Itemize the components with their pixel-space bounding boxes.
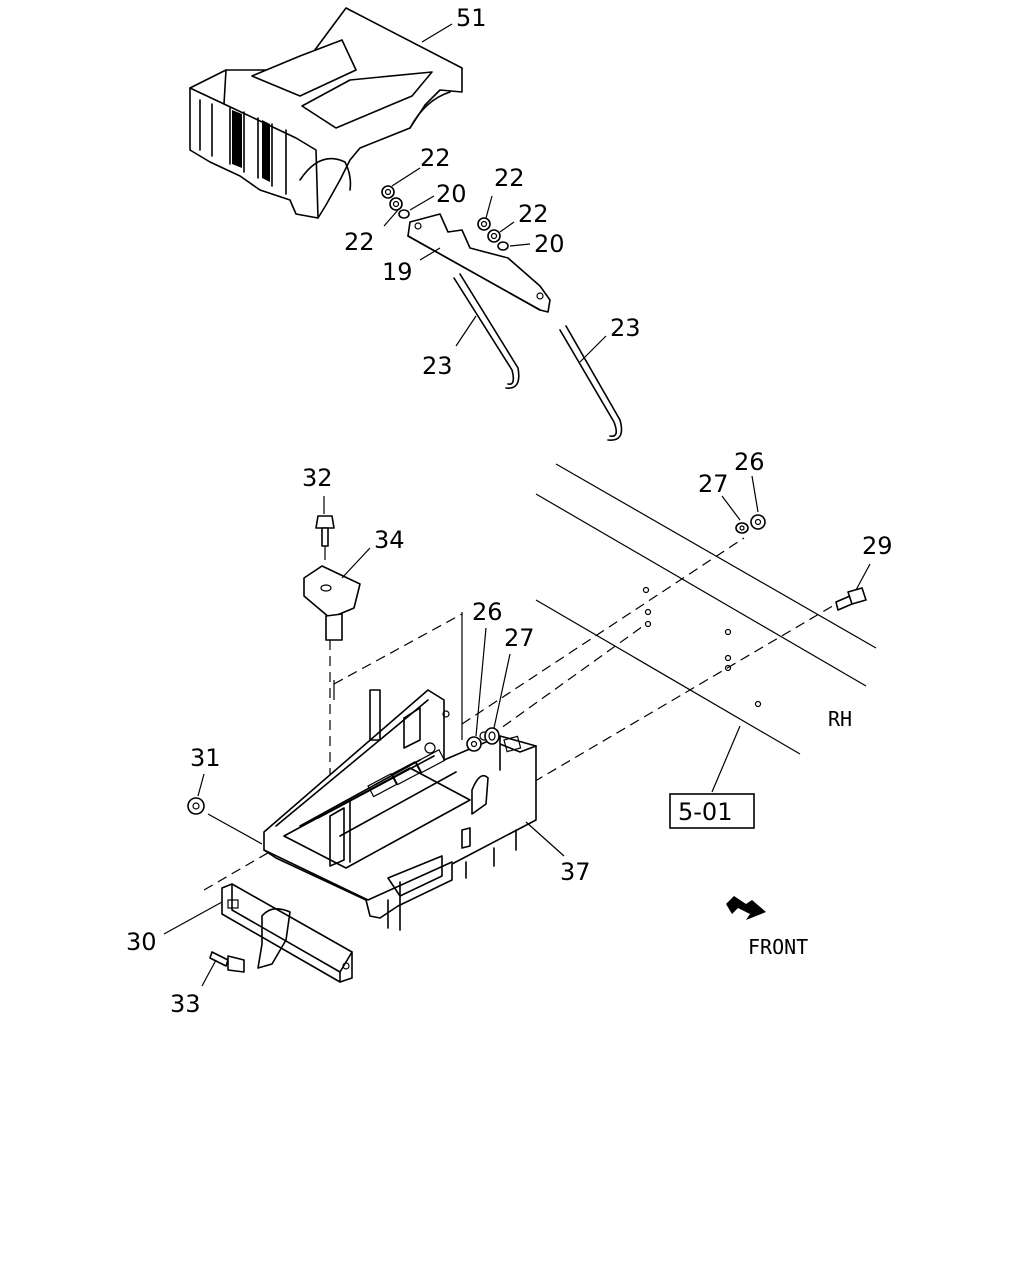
front-arrow-icon — [726, 896, 766, 920]
battery-tray-part — [263, 689, 537, 931]
frame-rails — [535, 463, 877, 755]
callout-22-right: 22 — [518, 200, 549, 228]
callout-32: 32 — [302, 464, 333, 492]
callout-20-left: 20 — [436, 180, 467, 208]
callout-27-middle: 27 — [504, 624, 535, 652]
callout-30: 30 — [126, 928, 157, 956]
reference-box — [669, 793, 755, 829]
front-label: FRONT — [748, 935, 808, 959]
fasteners-middle — [466, 727, 500, 752]
callout-22-top-left: 22 — [420, 144, 451, 172]
callout-23-left: 23 — [422, 352, 453, 380]
callout-19: 19 — [382, 258, 413, 286]
reference-label: 5-01 — [678, 798, 732, 826]
nut-31-part — [187, 797, 205, 815]
callout-20-right: 20 — [534, 230, 565, 258]
callout-33: 33 — [170, 990, 201, 1018]
callout-34: 34 — [374, 526, 405, 554]
fasteners-right — [735, 514, 867, 611]
callout-31: 31 — [190, 744, 221, 772]
nuts-and-washers — [381, 185, 509, 251]
callout-22-bottom-left: 22 — [344, 228, 375, 256]
bolt-33-part — [209, 951, 245, 973]
leader-lines — [163, 23, 871, 987]
callout-26-middle: 26 — [472, 598, 503, 626]
rh-label: RH — [828, 707, 852, 731]
callout-23-right: 23 — [610, 314, 641, 342]
assembly-lines — [203, 537, 837, 891]
callout-37: 37 — [560, 858, 591, 886]
battery-cover-part — [189, 7, 463, 219]
bolt-32-part — [315, 515, 335, 560]
callout-27-right: 27 — [698, 470, 729, 498]
front-bracket-part — [221, 883, 353, 983]
bracket-34-part — [303, 565, 361, 860]
hold-down-clamp-part — [407, 213, 623, 441]
callout-29: 29 — [862, 532, 893, 560]
callout-22-top-right: 22 — [494, 164, 525, 192]
callout-51: 51 — [456, 4, 487, 32]
callout-26-right: 26 — [734, 448, 765, 476]
